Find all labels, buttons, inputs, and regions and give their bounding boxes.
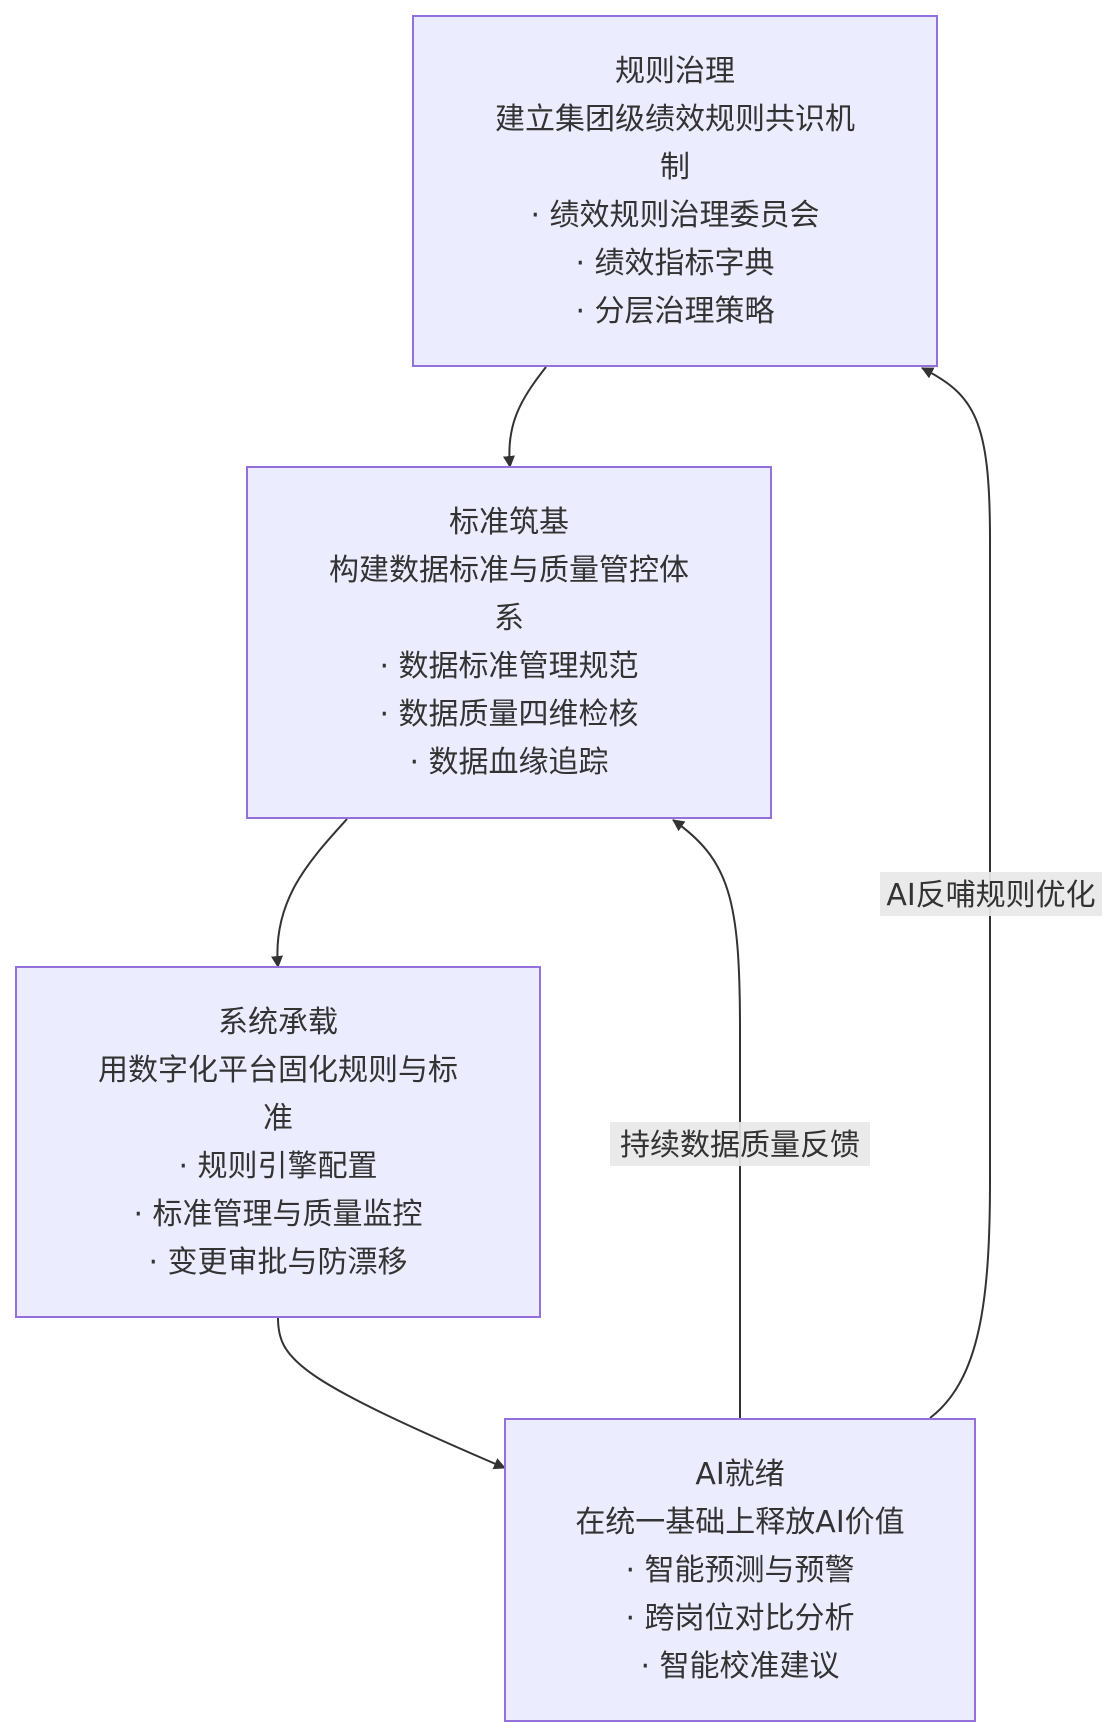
node-system-line: 用数字化平台固化规则与标 xyxy=(98,1053,458,1088)
node-system-bullet: · 规则引擎配置 xyxy=(178,1149,377,1184)
node-system-bullet: · 变更审批与防漂移 xyxy=(148,1245,407,1280)
edge-system-to-ai xyxy=(277,1317,506,1470)
node-standards-bullet: · 数据血缘追踪 xyxy=(409,745,608,780)
node-standards-line: 构建数据标准与质量管控体 xyxy=(329,553,689,588)
edges xyxy=(271,366,991,1470)
node-governance-bullet: · 绩效指标字典 xyxy=(575,246,774,281)
node-governance-line: 建立集团级绩效规则共识机 xyxy=(495,102,855,137)
node-standards-title: 标准筑基 xyxy=(449,505,569,540)
node-standards-line: 系 xyxy=(494,601,524,636)
edge-label-feedback-text: 持续数据质量反馈 xyxy=(620,1128,860,1163)
node-standards-bullet: · 数据标准管理规范 xyxy=(379,649,638,684)
node-ai-bullet: · 智能校准建议 xyxy=(640,1649,839,1684)
node-system-line: 准 xyxy=(263,1101,293,1136)
edge-standards-to-system xyxy=(271,818,348,968)
node-system: 系统承载 用数字化平台固化规则与标 准 · 规则引擎配置 · 标准管理与质量监控… xyxy=(15,966,541,1318)
node-system-bullet: · 标准管理与质量监控 xyxy=(133,1197,422,1232)
node-ai-bullet: · 智能预测与预警 xyxy=(625,1553,854,1588)
edge-ai-to-standards xyxy=(672,819,741,1418)
edge-label-ai-optimize: AI反哺规则优化 xyxy=(880,872,1102,916)
node-governance-line: 制 xyxy=(660,150,690,185)
edge-label-feedback: 持续数据质量反馈 xyxy=(610,1122,870,1166)
edge-label-ai-optimize-text: AI反哺规则优化 xyxy=(886,878,1095,913)
node-system-title: 系统承载 xyxy=(218,1005,338,1040)
node-governance-bullet: · 绩效规则治理委员会 xyxy=(530,198,819,233)
node-standards-bullet: · 数据质量四维检核 xyxy=(379,697,638,732)
node-ai: AI就绪 在统一基础上释放AI价值 · 智能预测与预警 · 跨岗位对比分析 · … xyxy=(504,1418,976,1722)
node-governance-bullet: · 分层治理策略 xyxy=(575,294,774,329)
edge-governance-to-standards xyxy=(502,366,547,468)
edge-ai-to-governance xyxy=(921,367,991,1419)
node-standards: 标准筑基 构建数据标准与质量管控体 系 · 数据标准管理规范 · 数据质量四维检… xyxy=(246,466,772,819)
node-ai-line: 在统一基础上释放AI价值 xyxy=(575,1505,904,1540)
node-ai-title: AI就绪 xyxy=(695,1457,784,1492)
node-governance-title: 规则治理 xyxy=(615,54,735,89)
node-governance: 规则治理 建立集团级绩效规则共识机 制 · 绩效规则治理委员会 · 绩效指标字典… xyxy=(412,15,938,367)
node-ai-bullet: · 跨岗位对比分析 xyxy=(625,1601,854,1636)
